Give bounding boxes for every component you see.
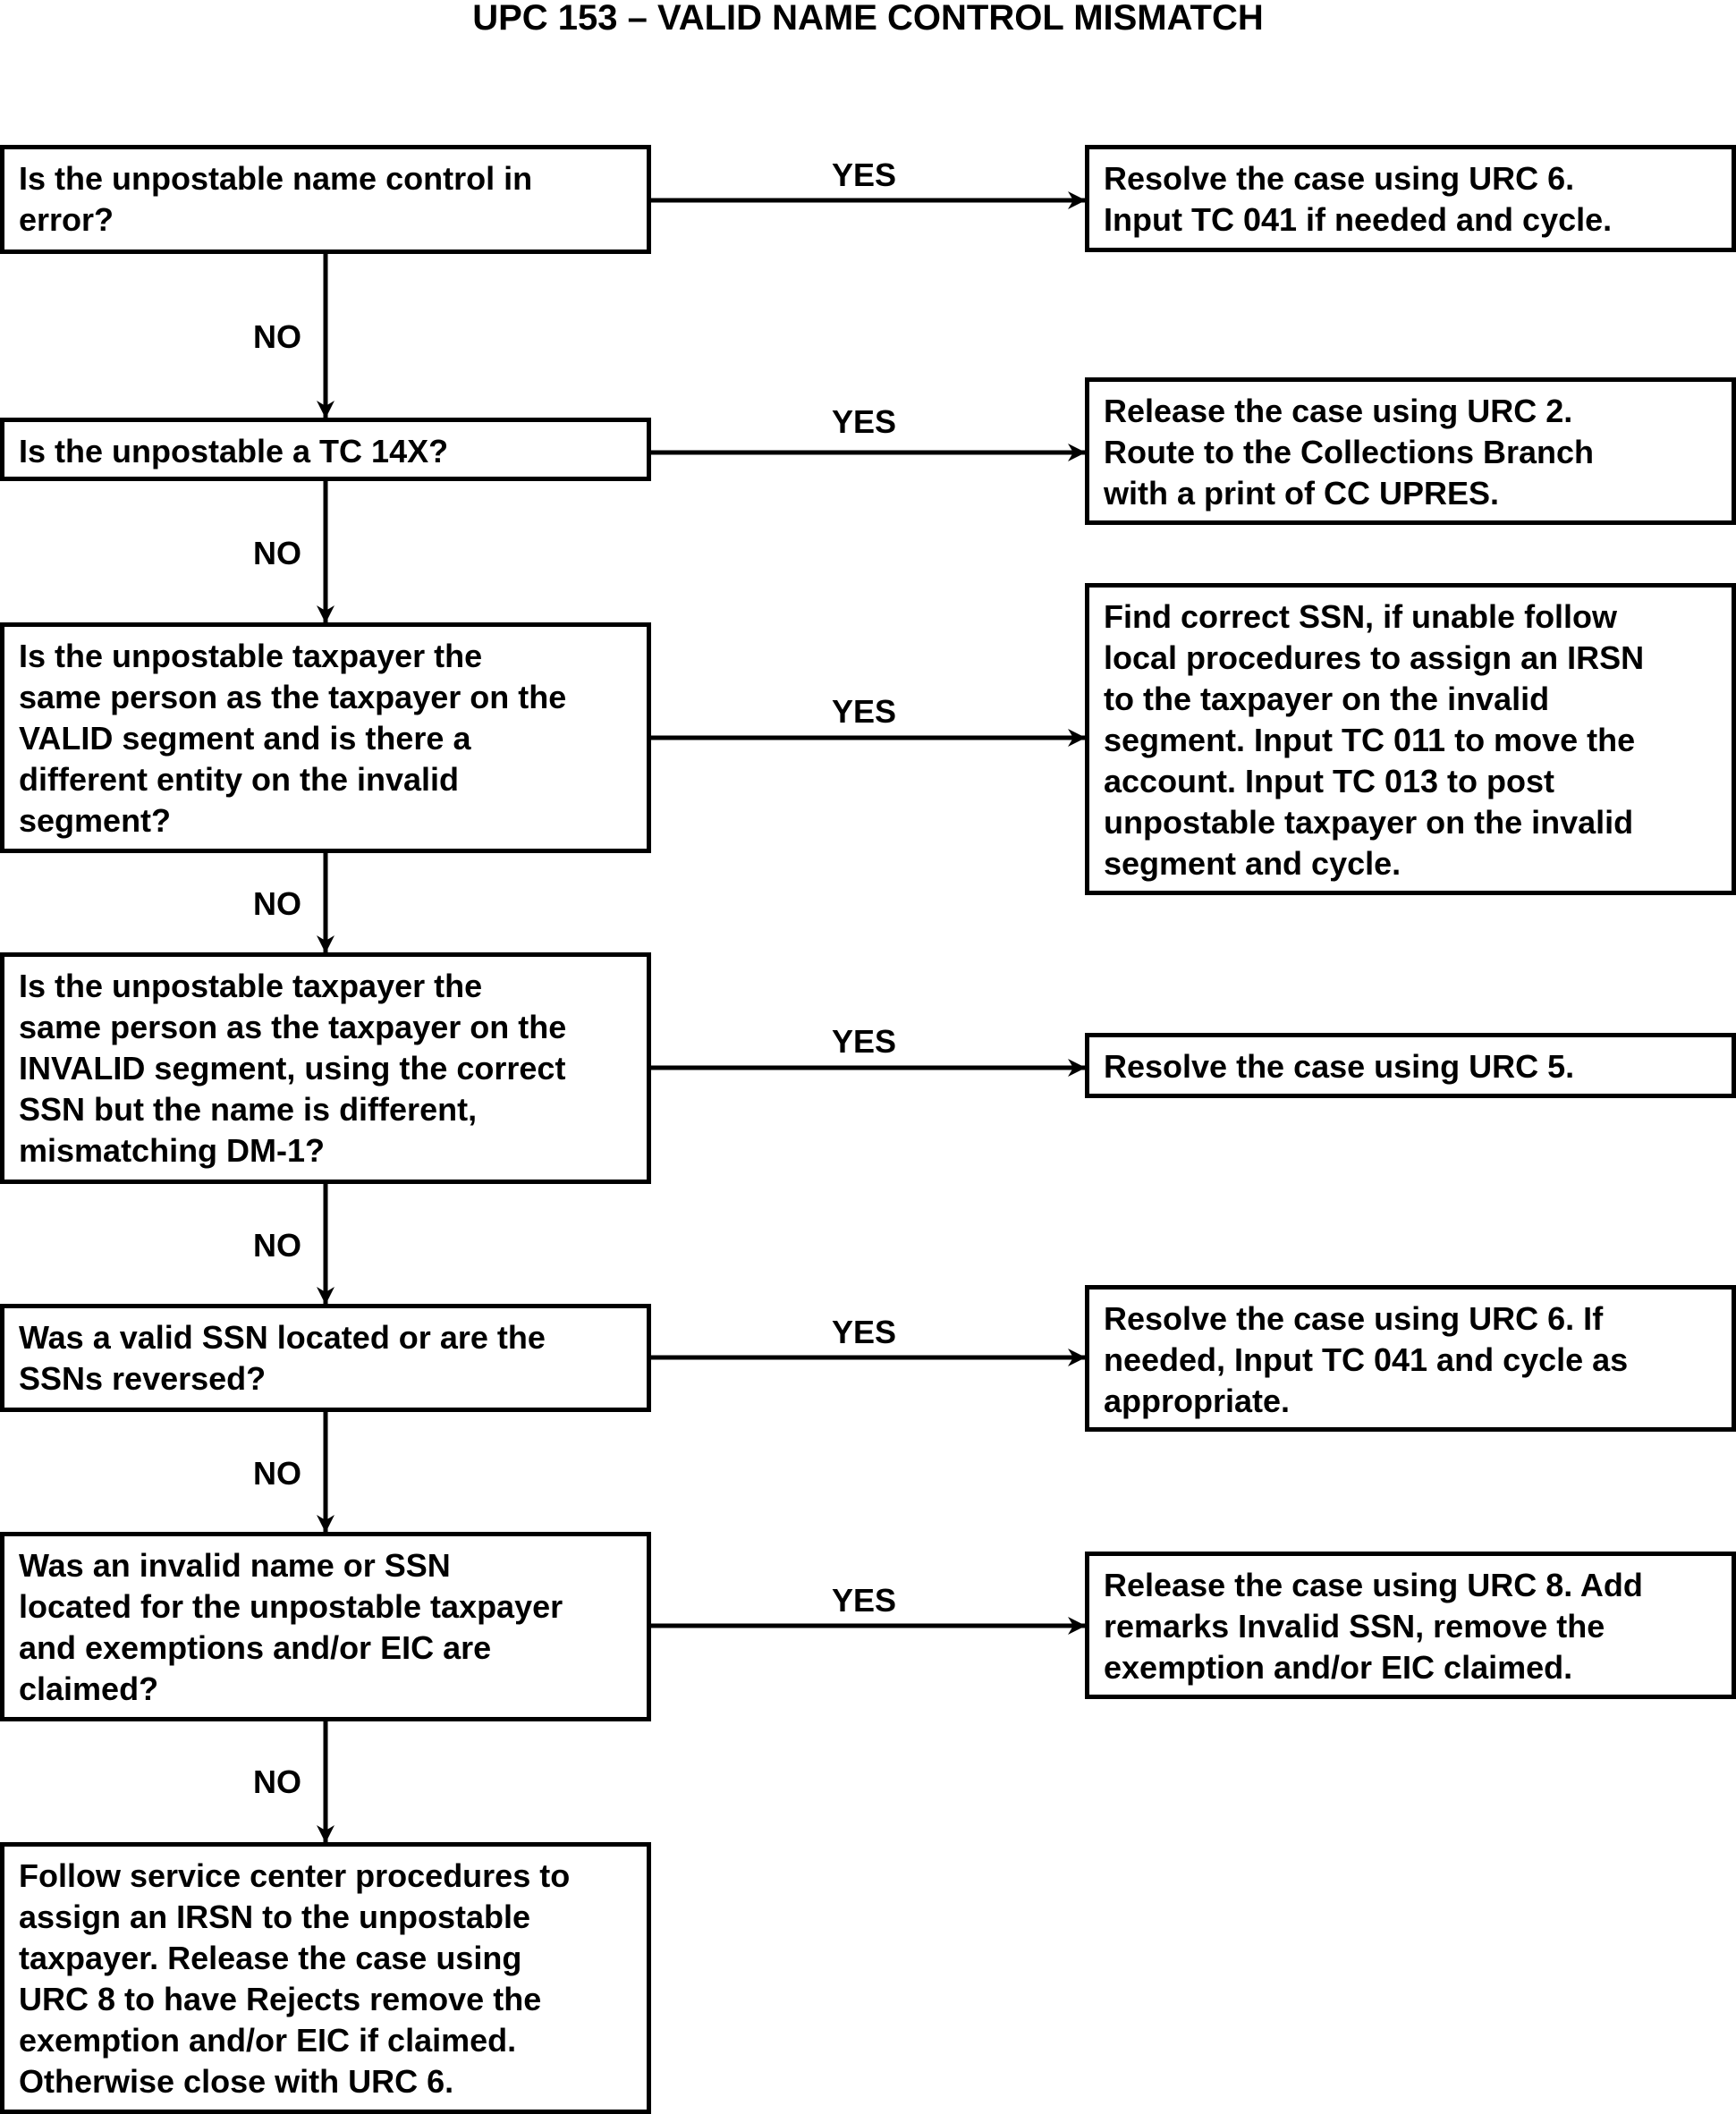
no-label-6: NO bbox=[253, 1763, 301, 1800]
yes-label-1: YES bbox=[832, 156, 897, 193]
no-label-1: NO bbox=[253, 318, 301, 355]
decision-box-4: Is the unpostable taxpayer the same pers… bbox=[0, 952, 651, 1184]
decision-box-1: Is the unpostable name control in error? bbox=[0, 145, 651, 254]
no-label-4: NO bbox=[253, 1227, 301, 1264]
final-action-box: Follow service center procedures to assi… bbox=[0, 1842, 651, 2114]
diagram-title: UPC 153 – VALID NAME CONTROL MISMATCH bbox=[472, 0, 1264, 38]
no-label-5: NO bbox=[253, 1455, 301, 1492]
decision-box-6: Was an invalid name or SSN located for t… bbox=[0, 1532, 651, 1721]
yes-label-3: YES bbox=[832, 693, 897, 730]
yes-label-5: YES bbox=[832, 1314, 897, 1350]
action-box-2: Release the case using URC 2. Route to t… bbox=[1085, 377, 1736, 525]
yes-label-4: YES bbox=[832, 1023, 897, 1060]
action-box-6: Release the case using URC 8. Add remark… bbox=[1085, 1552, 1736, 1699]
action-box-4: Resolve the case using URC 5. bbox=[1085, 1033, 1736, 1098]
decision-box-5: Was a valid SSN located or are the SSNs … bbox=[0, 1304, 651, 1412]
decision-box-3: Is the unpostable taxpayer the same pers… bbox=[0, 622, 651, 853]
action-box-3: Find correct SSN, if unable follow local… bbox=[1085, 583, 1736, 895]
action-box-5: Resolve the case using URC 6. If needed,… bbox=[1085, 1285, 1736, 1432]
no-label-2: NO bbox=[253, 535, 301, 571]
yes-label-6: YES bbox=[832, 1582, 897, 1619]
yes-label-2: YES bbox=[832, 403, 897, 440]
decision-box-2: Is the unpostable a TC 14X? bbox=[0, 418, 651, 481]
no-label-3: NO bbox=[253, 885, 301, 922]
action-box-1: Resolve the case using URC 6. Input TC 0… bbox=[1085, 145, 1736, 252]
